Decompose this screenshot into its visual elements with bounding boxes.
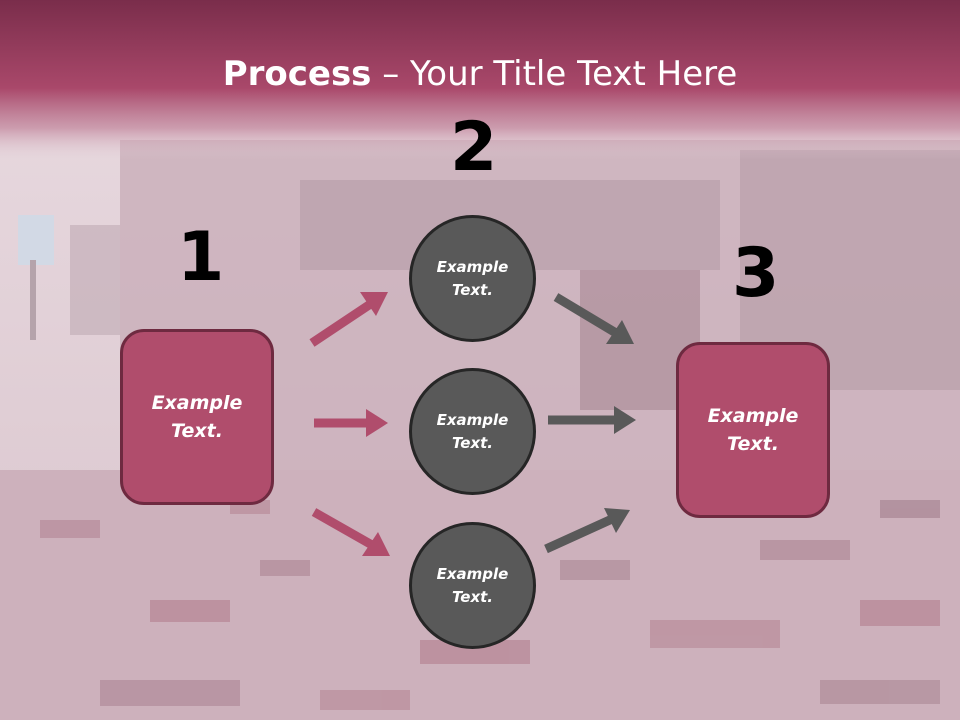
gray-arrow-up xyxy=(544,508,630,554)
step-number-2: 2 xyxy=(450,108,498,187)
process-circle-bottom: Example Text. xyxy=(409,522,536,649)
gray-arrow-middle xyxy=(548,406,636,434)
process-circle-top: Example Text. xyxy=(409,215,536,342)
step-number-3: 3 xyxy=(732,234,780,313)
title-bold: Process xyxy=(222,54,372,94)
title-rest: – Your Title Text Here xyxy=(371,54,738,94)
right-box-line2: Text. xyxy=(727,433,779,455)
circle-top-line1: Example xyxy=(436,258,509,276)
left-box-line1: Example xyxy=(151,391,243,414)
process-circle-middle: Example Text. xyxy=(409,368,536,495)
pink-arrow-up xyxy=(309,292,388,347)
circle-bottom-line2: Text. xyxy=(451,587,493,606)
gray-arrow-down xyxy=(553,293,634,344)
right-box-line1: Example xyxy=(707,404,799,427)
left-box-line2: Text. xyxy=(171,420,223,442)
circle-bottom-line1: Example xyxy=(436,565,509,583)
left-process-box: Example Text. xyxy=(120,329,274,505)
pink-arrow-middle xyxy=(314,409,388,437)
right-process-box: Example Text. xyxy=(676,342,830,518)
slide-title: Process – Your Title Text Here xyxy=(0,54,960,94)
circle-middle-line2: Text. xyxy=(451,433,493,452)
circle-top-line2: Text. xyxy=(451,280,493,299)
pink-arrow-down xyxy=(311,508,390,556)
circle-middle-line1: Example xyxy=(436,411,509,429)
step-number-1: 1 xyxy=(177,218,225,297)
